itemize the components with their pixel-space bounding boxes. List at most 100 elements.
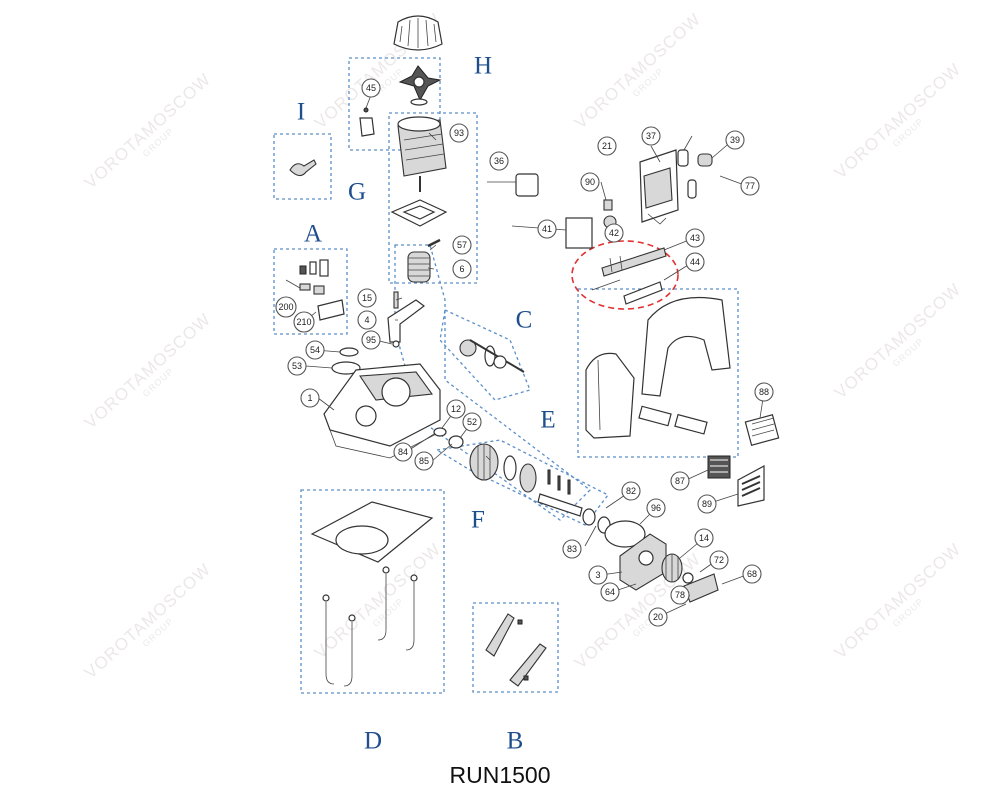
callout-number: 6	[459, 264, 464, 274]
group-label-c: C	[516, 307, 533, 334]
limit-switch-parts	[299, 259, 345, 321]
group-label-e: E	[540, 407, 555, 434]
callout-52: 52	[462, 412, 482, 432]
callout-3: 3	[588, 565, 608, 585]
callout-1: 1	[300, 388, 320, 408]
callout-number: 72	[714, 555, 724, 565]
group-label-i: I	[297, 99, 305, 126]
callout-number: 210	[296, 317, 311, 327]
callout-53: 53	[287, 356, 307, 376]
anchor-bolts-part	[322, 566, 418, 687]
callout-number: 20	[653, 612, 663, 622]
callout-number: 90	[585, 177, 595, 187]
callout-87: 87	[670, 471, 690, 491]
callout-21: 21	[597, 136, 617, 156]
cam-assembly-part	[459, 339, 525, 373]
gear-train-part	[469, 443, 583, 517]
callout-number: 39	[730, 135, 740, 145]
capacitor-part	[515, 173, 539, 197]
release-lever-part	[485, 613, 547, 687]
electronic-board-43-part	[601, 247, 667, 277]
callout-number: 37	[646, 131, 656, 141]
group-box-b	[472, 602, 559, 693]
callout-number: 43	[690, 233, 700, 243]
callout-number: 36	[494, 156, 504, 166]
callout-41: 41	[537, 219, 557, 239]
pinion-gear-part	[661, 553, 683, 583]
callout-84: 84	[393, 442, 413, 462]
callout-83: 83	[562, 539, 582, 559]
callout-number: 4	[364, 315, 369, 325]
lever-part	[387, 291, 425, 348]
callout-number: 84	[398, 447, 408, 457]
bushing-part	[433, 427, 447, 437]
callout-number: 14	[699, 533, 709, 543]
callout-number: 200	[278, 302, 293, 312]
callout-number: 89	[702, 499, 712, 509]
bearing-part	[448, 435, 464, 449]
callout-78: 78	[670, 585, 690, 605]
callout-number: 1	[307, 393, 312, 403]
callout-200: 200	[275, 296, 297, 318]
flange-plate-part	[619, 533, 667, 591]
callout-88: 88	[754, 382, 774, 402]
callout-number: 68	[747, 569, 757, 579]
callout-number: 41	[542, 224, 552, 234]
board-41-part	[565, 217, 593, 249]
grille-89-part	[737, 464, 765, 507]
callout-89: 89	[697, 494, 717, 514]
oil-seal-part	[582, 508, 596, 526]
callout-210: 210	[293, 311, 315, 333]
callout-number: 83	[567, 544, 577, 554]
group-label-g: G	[348, 179, 366, 206]
callout-72: 72	[709, 550, 729, 570]
callout-43: 43	[685, 228, 705, 248]
snap-ring-part	[682, 572, 694, 584]
callout-39: 39	[725, 130, 745, 150]
callout-number: 44	[690, 257, 700, 267]
group-box-i	[273, 133, 332, 200]
cable-44-part	[591, 279, 663, 305]
group-box-a	[273, 248, 348, 335]
callout-number: 64	[605, 587, 615, 597]
callout-37: 37	[641, 126, 661, 146]
callout-15: 15	[357, 288, 377, 308]
callout-number: 12	[451, 404, 461, 414]
callout-64: 64	[600, 582, 620, 602]
grille-87-part	[707, 455, 731, 479]
callout-number: 53	[292, 361, 302, 371]
callout-number: 42	[609, 228, 619, 238]
callout-96: 96	[646, 498, 666, 518]
callout-57: 57	[452, 235, 472, 255]
cap-39-part	[697, 153, 713, 167]
callout-number: 52	[467, 417, 477, 427]
callout-number: 88	[759, 387, 769, 397]
cover-part	[585, 296, 731, 439]
group-label-b: B	[507, 728, 524, 755]
spacer-part	[687, 179, 697, 199]
grille-88-part	[744, 414, 780, 446]
callout-93: 93	[449, 123, 469, 143]
callout-number: 78	[675, 590, 685, 600]
group-box-f	[394, 244, 591, 521]
callout-number: 3	[595, 570, 600, 580]
group-box-f-lower	[435, 439, 609, 526]
callout-68: 68	[742, 564, 762, 584]
gasket-part	[390, 199, 448, 227]
group-box-c	[439, 309, 531, 401]
fuse-part	[603, 199, 613, 211]
callout-6: 6	[452, 259, 472, 279]
control-unit-part	[639, 149, 679, 225]
callout-number: 82	[626, 486, 636, 496]
worm-shaft-part	[407, 238, 441, 283]
callout-number: 85	[419, 456, 429, 466]
callout-number: 45	[366, 83, 376, 93]
base-plate-part	[310, 501, 434, 563]
callout-number: 87	[675, 476, 685, 486]
group-box-h	[348, 57, 441, 151]
callout-44: 44	[685, 252, 705, 272]
small-bracket-part	[359, 107, 375, 137]
callout-45: 45	[361, 78, 381, 98]
callout-number: 93	[454, 128, 464, 138]
callout-85: 85	[414, 451, 434, 471]
